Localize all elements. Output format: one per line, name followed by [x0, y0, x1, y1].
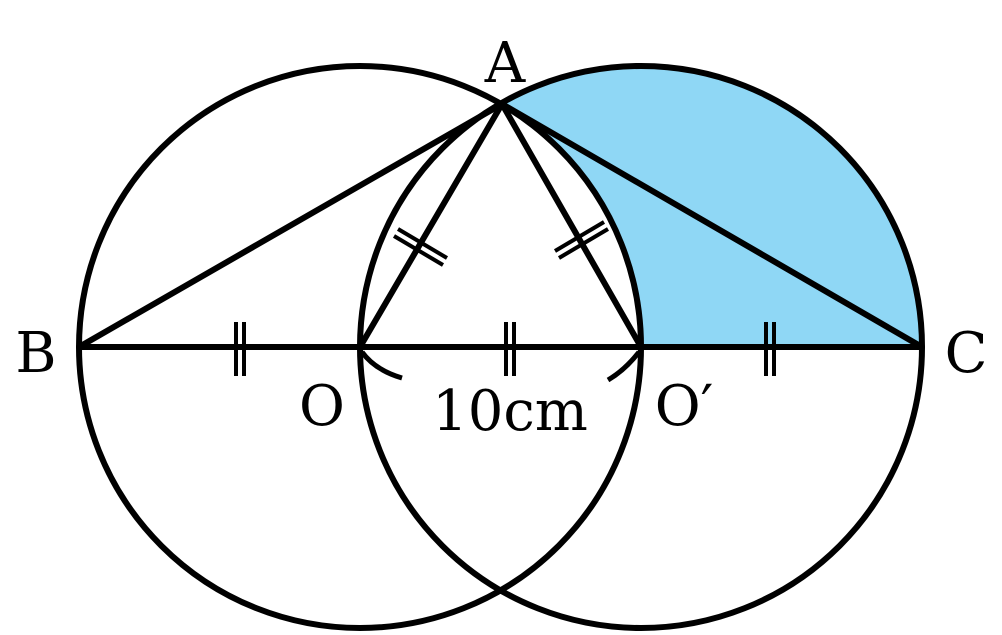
label-o: O: [299, 374, 345, 439]
label-a: A: [484, 31, 526, 96]
dimension-marks: [359, 350, 641, 383]
label-o-prime: O′: [655, 374, 714, 439]
dimension-label: 10cm: [432, 379, 588, 444]
label-c: C: [945, 321, 988, 386]
shaded-region: [502, 67, 922, 348]
segment-oa: [357, 101, 505, 350]
segment-ac: [499, 101, 925, 350]
label-b: B: [15, 321, 56, 386]
segment-ab: [76, 101, 505, 350]
segment-o-prime-a: [499, 101, 644, 350]
tick-marks: [234, 220, 776, 376]
